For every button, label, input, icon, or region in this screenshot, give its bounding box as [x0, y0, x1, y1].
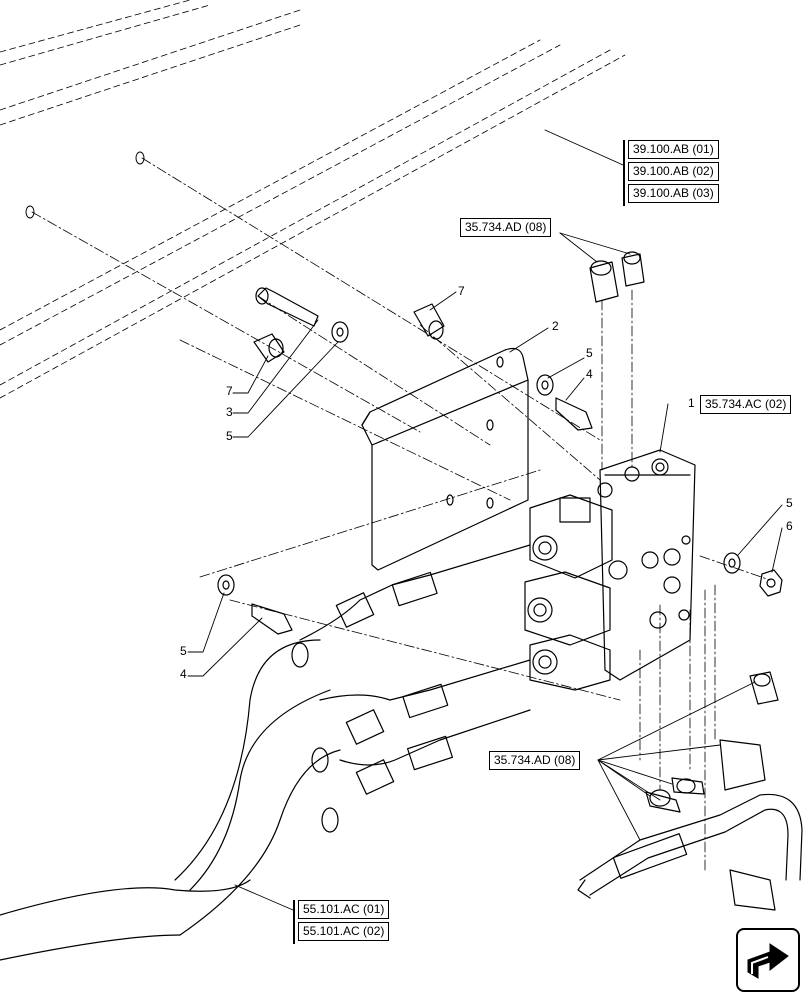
hydraulic-hose [577, 793, 803, 899]
callout-5-far-right: 5 [786, 496, 793, 510]
tractor-frame-outline [0, 0, 626, 399]
solenoid-coils [524, 494, 613, 691]
valve-body-ref[interactable]: 35.734.AC (02) [700, 395, 792, 414]
fitting-ref-top[interactable]: 35.734.AD (08) [460, 218, 552, 237]
leader-lines [187, 129, 783, 911]
callout-7-left: 7 [226, 384, 233, 398]
fitting-ref-bottom[interactable]: 35.734.AD (08) [489, 751, 581, 770]
harness-ref-1[interactable]: 55.101.AC (01) [298, 900, 390, 919]
top-fittings [589, 251, 645, 303]
wire-harness [0, 544, 531, 961]
callout-2: 2 [552, 319, 559, 333]
bolt-and-washer-right [536, 374, 593, 431]
frame-ref-2[interactable]: 39.100.AB (02) [628, 162, 719, 181]
frame-ref-1[interactable]: 39.100.AB (01) [628, 140, 719, 159]
spacer-top [413, 303, 445, 340]
callout-5-right: 5 [586, 346, 593, 360]
valve-block [597, 449, 696, 681]
callout-4-left: 4 [180, 667, 187, 681]
callout-5-left-top: 5 [226, 429, 233, 443]
callout-7-top: 7 [458, 284, 465, 298]
frame-holes [25, 151, 145, 219]
callout-6: 6 [786, 519, 793, 533]
bolt-and-washers-left [253, 287, 349, 363]
next-page-button[interactable] [736, 928, 800, 992]
callout-5-left-bottom: 5 [180, 644, 187, 658]
harness-reference-stack: 55.101.AC (01) 55.101.AC (02) [293, 900, 390, 944]
bolt-and-washer-bottom [217, 574, 293, 635]
washer-and-nut [723, 552, 783, 597]
frame-ref-3[interactable]: 39.100.AB (03) [628, 184, 719, 203]
mounting-bracket [361, 347, 529, 571]
callout-1: 1 [688, 396, 695, 410]
callout-4-right: 4 [586, 367, 593, 381]
arrow-forward-icon [747, 943, 789, 979]
callout-3: 3 [226, 405, 233, 419]
assembly-axes [31, 157, 771, 871]
harness-connectors [335, 571, 454, 795]
harness-ref-2[interactable]: 55.101.AC (02) [298, 922, 390, 941]
frame-reference-stack: 39.100.AB (01) 39.100.AB (02) 39.100.AB … [623, 140, 719, 206]
bottom-fittings [645, 671, 779, 911]
